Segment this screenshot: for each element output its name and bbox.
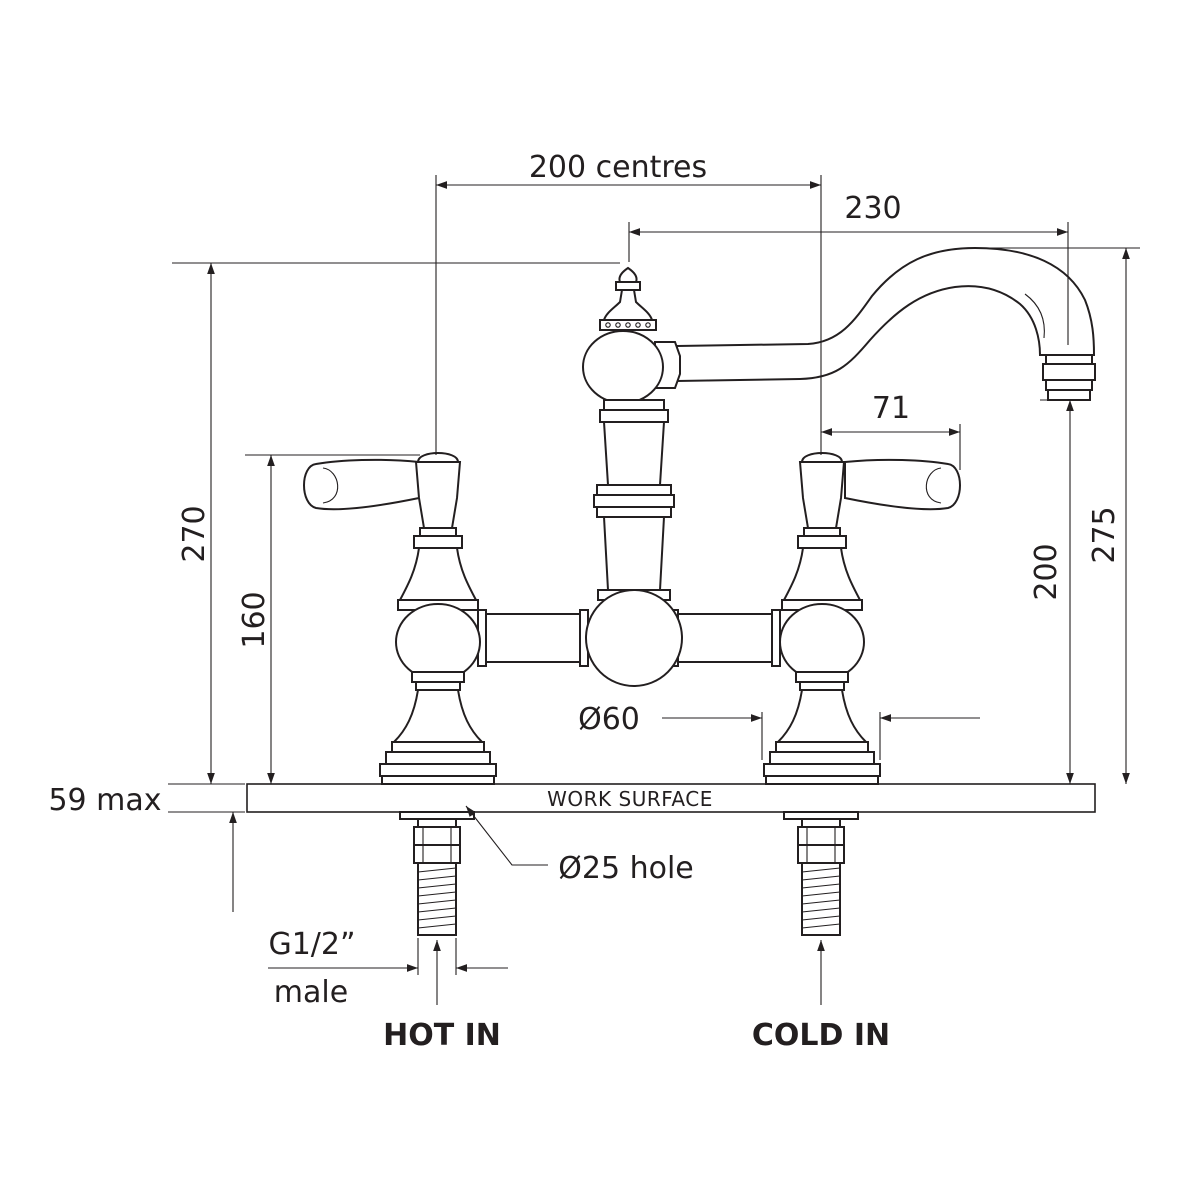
thickness-label: 59 max bbox=[48, 783, 161, 818]
thread-label: G1/2” bbox=[268, 927, 355, 962]
hot-in-label: HOT IN bbox=[383, 1018, 501, 1053]
overall-height-label: 270 bbox=[177, 505, 212, 562]
central-column bbox=[582, 266, 681, 601]
handle-reach-label: 71 bbox=[872, 391, 910, 426]
work-surface: WORK SURFACE bbox=[246, 783, 1096, 813]
spout-reach-label: 230 bbox=[844, 191, 901, 226]
handle-height-label: 160 bbox=[237, 591, 272, 648]
cold-in-label: COLD IN bbox=[752, 1018, 890, 1053]
spout bbox=[676, 246, 1096, 401]
max-height-label: 275 bbox=[1087, 506, 1122, 563]
dimension-lines bbox=[207, 181, 1130, 1005]
bridge bbox=[477, 589, 781, 687]
base-diameter-label: Ø60 bbox=[578, 702, 640, 737]
hole-label: Ø25 hole bbox=[558, 851, 693, 886]
thread-type-label: male bbox=[274, 975, 348, 1010]
centres-label: 200 centres bbox=[529, 150, 707, 185]
spout-height-label: 200 bbox=[1029, 543, 1064, 600]
cold-valve bbox=[763, 452, 961, 936]
labels: 200 centres 230 71 270 160 200 275 Ø60 Ø… bbox=[48, 150, 1122, 1053]
work-surface-label: WORK SURFACE bbox=[547, 787, 713, 811]
hot-valve bbox=[303, 452, 497, 936]
